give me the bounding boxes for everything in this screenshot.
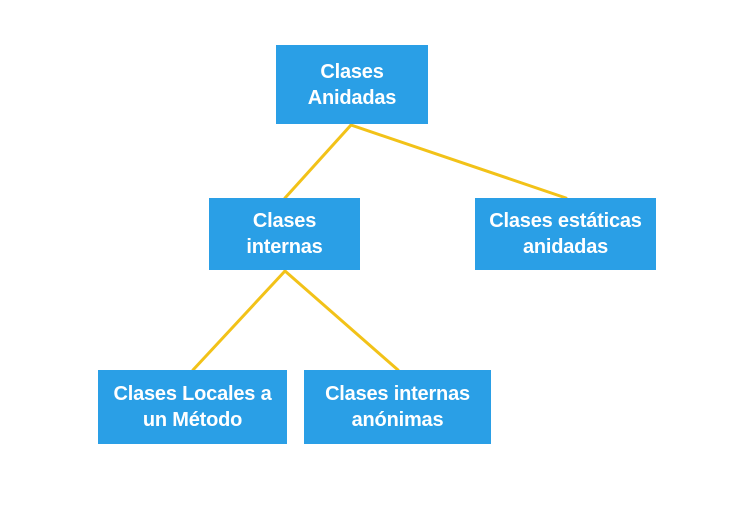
node-clases-internas: Clases internas — [209, 198, 360, 270]
node-clases-estaticas-anidadas: Clases estáticas anidadas — [475, 198, 656, 270]
node-clases-internas-anonimas: Clases internas anónimas — [304, 370, 491, 444]
connector-internas-to-locales — [191, 269, 287, 372]
connector-root-to-internas — [283, 123, 353, 200]
node-clases-locales-metodo: Clases Locales a un Método — [98, 370, 287, 444]
node-clases-anidadas: Clases Anidadas — [276, 45, 428, 124]
connector-root-to-estaticas — [349, 123, 568, 200]
connector-internas-to-anonimas — [283, 269, 400, 372]
